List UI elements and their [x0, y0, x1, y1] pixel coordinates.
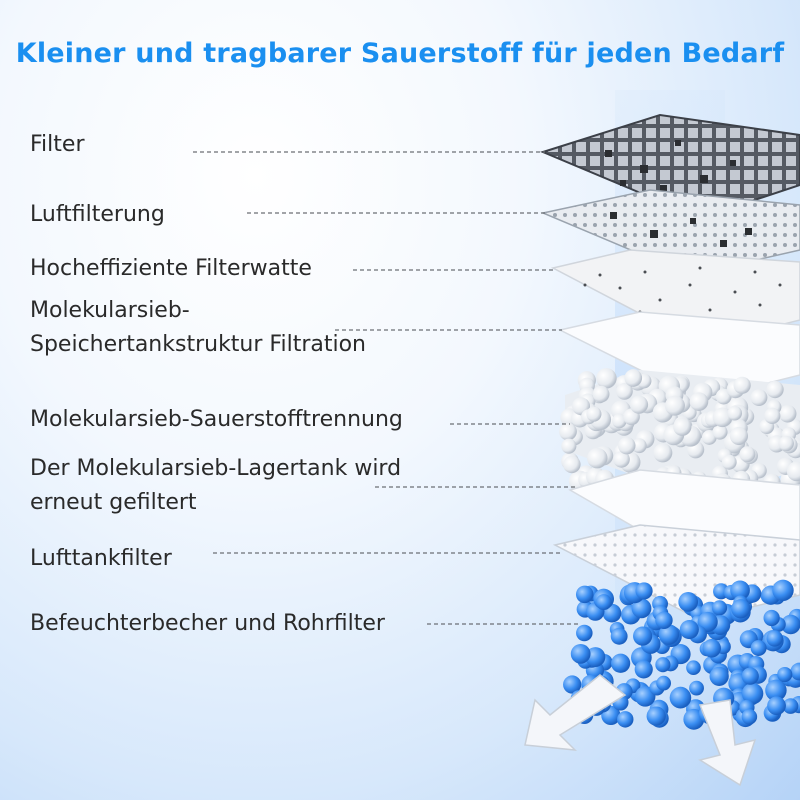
sieve-ball — [592, 385, 610, 403]
sieve-ball — [629, 395, 649, 414]
label-lufttankfilter: Lufttankfilter — [30, 546, 172, 571]
sieve-ball — [765, 679, 787, 702]
sieve-ball — [729, 426, 749, 446]
sieve-ball — [655, 657, 671, 673]
sieve-ball — [727, 405, 743, 421]
page-title: Kleiner und tragbarer Sauerstoff für jed… — [15, 38, 785, 69]
sieve-ball — [750, 389, 768, 407]
sieve-ball — [790, 662, 800, 681]
sieve-ball — [656, 675, 672, 691]
sieve-ball — [777, 666, 793, 683]
sieve-ball — [741, 667, 759, 685]
airflow-arrow-left — [524, 674, 627, 751]
sieve-ball — [766, 380, 784, 399]
sieve-ball — [559, 422, 577, 441]
sieve-ball — [586, 406, 602, 422]
sieve-ball — [631, 598, 652, 619]
sieve-ball — [766, 630, 783, 647]
sieve-ball — [741, 709, 758, 725]
sieve-ball — [612, 413, 627, 429]
sieve-ball — [709, 666, 729, 686]
sieve-ball — [575, 585, 594, 604]
sieve-ball — [570, 643, 591, 664]
sieve-ball — [563, 675, 582, 694]
sieve-ball — [658, 624, 680, 645]
sieve-ball — [669, 686, 692, 709]
airflow-arrow-right — [698, 699, 757, 787]
sieve-ball — [733, 376, 751, 394]
sieve-ball — [595, 594, 612, 611]
sieve-ball — [678, 592, 699, 612]
sieve-ball — [778, 404, 797, 423]
sieve-ball — [731, 599, 751, 619]
sieve-ball — [782, 698, 799, 714]
sieve-ball — [689, 680, 704, 696]
sieve-ball — [739, 446, 756, 463]
label-filter: Filter — [30, 132, 85, 157]
sieve-ball — [646, 706, 666, 726]
label-molekularsieb-sauerstofftrennung: Molekularsieb-Sauerstofftrennung — [30, 407, 403, 432]
sieve-ball — [624, 369, 643, 387]
sieve-ball — [764, 407, 781, 424]
sieve-ball — [576, 624, 593, 642]
sieve-ball — [563, 455, 581, 474]
sieve-ball — [596, 368, 617, 389]
sieve-ball — [767, 696, 786, 716]
sieve-ball — [763, 609, 780, 627]
sieve-ball — [617, 711, 634, 728]
sieve-ball — [778, 435, 794, 452]
sieve-ball — [585, 647, 606, 667]
sieve-ball — [653, 443, 673, 463]
sieve-ball — [633, 626, 653, 646]
sieve-ball — [686, 660, 701, 676]
sieve-ball — [631, 438, 647, 454]
sieve-ball — [772, 579, 794, 602]
sieve-ball — [561, 438, 577, 454]
sieve-ball — [618, 436, 636, 455]
sieve-ball — [673, 417, 692, 436]
sieve-ball — [610, 627, 628, 645]
sieve-ball — [712, 424, 728, 440]
label-luftfilterung: Luftfilterung — [30, 202, 165, 227]
sieve-ball — [711, 600, 728, 616]
sieve-ball — [616, 383, 633, 400]
sieve-ball — [730, 580, 750, 601]
label-hocheffiziente-filterwatte: Hocheffiziente Filterwatte — [30, 256, 312, 281]
label-molekularsieb-speichertank: Molekularsieb-Speichertankstruktur Filtr… — [30, 298, 366, 357]
sieve-ball — [635, 582, 653, 600]
label-befeuchterbecher: Befeuchterbecher und Rohrfilter — [30, 611, 385, 636]
sieve-ball — [634, 660, 653, 679]
sieve-ball — [780, 614, 800, 635]
sieve-ball — [702, 639, 721, 658]
sieve-ball — [613, 451, 630, 468]
sieve-ball — [689, 392, 709, 412]
sieve-ball — [721, 454, 737, 470]
sieve-ball — [741, 682, 764, 705]
sieve-ball — [664, 395, 685, 416]
sieve-ball — [587, 447, 608, 469]
sieve-ball — [786, 461, 800, 482]
sieve-ball — [611, 653, 631, 673]
sieve-ball — [750, 639, 767, 656]
sieve-ball — [655, 611, 673, 629]
sieve-ball — [679, 620, 699, 640]
